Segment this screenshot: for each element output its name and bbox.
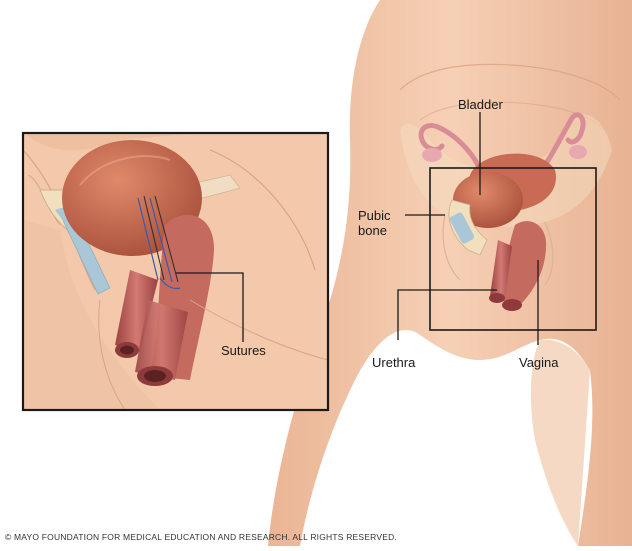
detail-region-box — [429, 167, 597, 331]
label-vagina: Vagina — [519, 355, 559, 370]
fallopian-tubes — [418, 112, 587, 168]
sutures-threads — [137, 195, 181, 290]
label-urethra: Urethra — [372, 355, 416, 370]
label-bladder: Bladder — [458, 97, 503, 112]
vagina-urethra-main — [489, 221, 547, 311]
copyright-notice: © MAYO FOUNDATION FOR MEDICAL EDUCATION … — [5, 532, 397, 542]
label-pubic-bone-line1: Pubic — [358, 208, 391, 223]
inset-panel — [21, 131, 330, 412]
bladder-main — [453, 172, 523, 228]
body-silhouette — [268, 0, 632, 546]
pubic-bone-main — [448, 199, 488, 256]
label-sutures: Sutures — [221, 343, 266, 358]
label-pubic-bone-line2: bone — [358, 223, 387, 238]
leader-lines — [176, 112, 539, 345]
urethra-leader — [397, 289, 497, 340]
sutures-leader — [176, 272, 244, 342]
